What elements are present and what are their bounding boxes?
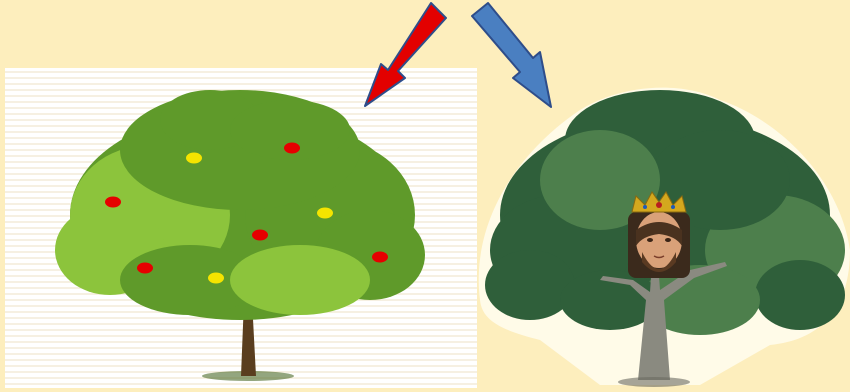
blue-arrow [472, 3, 551, 107]
right-foliage-cluster [755, 260, 845, 330]
right-foliage-cluster [485, 250, 575, 320]
red-fruit [137, 263, 153, 274]
yellow-fruit [186, 153, 202, 164]
red-fruit [105, 197, 121, 208]
left-foliage-cluster [230, 245, 370, 315]
red-fruit [252, 230, 268, 241]
crowned-face-icon [628, 192, 690, 278]
yellow-fruit [317, 208, 333, 219]
red-fruit [372, 252, 388, 263]
yellow-fruit [208, 273, 224, 284]
red-fruit [284, 143, 300, 154]
right-tree [479, 88, 850, 387]
right-tree-ground-shadow [618, 377, 690, 387]
